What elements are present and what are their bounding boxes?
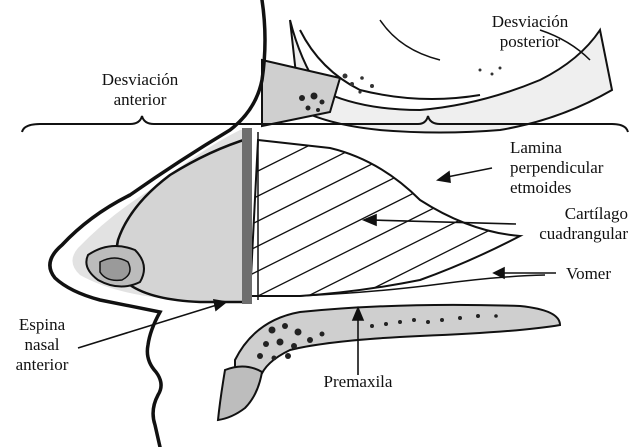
label-anterior-nasal-spine: Espina nasal anterior: [2, 315, 82, 375]
septal-deviation-bar: [242, 128, 252, 304]
label-perpendicular-plate: Lamina perpendicular etmoides: [510, 138, 628, 198]
label-posterior-deviation-line2: posterior: [470, 32, 590, 52]
label-quadrangular-cartilage-line1: Cartílago: [500, 204, 628, 224]
label-perpendicular-plate-line1: Lamina: [510, 138, 628, 158]
label-anterior-nasal-spine-line1: Espina: [2, 315, 82, 335]
label-vomer: Vomer: [566, 264, 626, 284]
label-vomer-text: Vomer: [566, 264, 626, 284]
label-premaxilla: Premaxila: [308, 372, 408, 392]
label-posterior-deviation-line1: Desviación: [470, 12, 590, 32]
label-anterior-deviation-line2: anterior: [80, 90, 200, 110]
label-perpendicular-plate-line2: perpendicular: [510, 158, 628, 178]
label-premaxilla-text: Premaxila: [308, 372, 408, 392]
label-anterior-nasal-spine-line2: nasal: [2, 335, 82, 355]
label-anterior-deviation: Desviación anterior: [80, 70, 200, 110]
label-quadrangular-cartilage-line2: cuadrangular: [500, 224, 628, 244]
label-anterior-deviation-line1: Desviación: [80, 70, 200, 90]
label-posterior-deviation: Desviación posterior: [470, 12, 590, 52]
label-quadrangular-cartilage: Cartílago cuadrangular: [500, 204, 628, 244]
premaxilla-bone: [218, 305, 560, 420]
label-anterior-nasal-spine-line3: anterior: [2, 355, 82, 375]
label-perpendicular-plate-line3: etmoides: [510, 178, 628, 198]
